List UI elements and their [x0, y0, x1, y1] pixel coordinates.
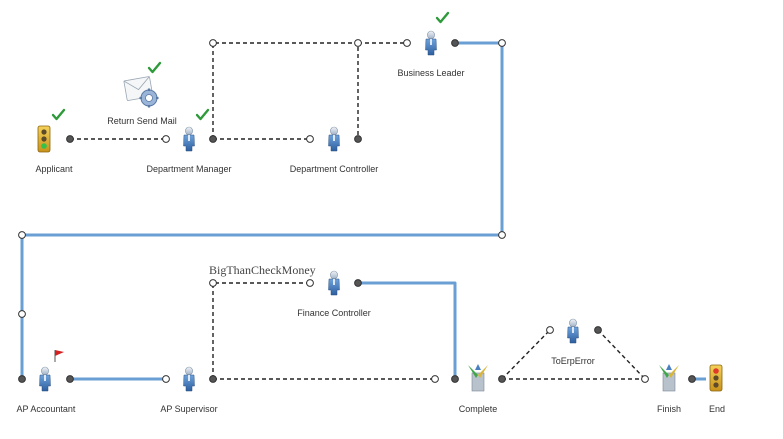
applicant-label: Applicant: [35, 164, 73, 174]
ap-accountant-node[interactable]: [39, 350, 65, 392]
traffic-light-icon: [37, 125, 51, 153]
pending-path: [70, 42, 646, 380]
person-icon: [567, 318, 579, 344]
department-manager-label: Department Manager: [146, 164, 232, 174]
connector-points: [18, 39, 696, 383]
ap-accountant-label: AP Accountant: [16, 404, 76, 414]
ap-supervisor-label: AP Supervisor: [160, 404, 218, 414]
active-path: [20, 41, 706, 381]
department-manager-node[interactable]: [183, 108, 210, 152]
person-icon: [328, 126, 340, 152]
checkmark-icon: [195, 108, 210, 121]
finish-label: Finish: [656, 404, 682, 414]
checkmark-icon: [147, 61, 162, 74]
finance-controller-label: Finance Controller: [297, 308, 371, 318]
person-icon: [328, 270, 340, 296]
merge-arrows-icon: [659, 364, 679, 392]
checkmark-icon: [435, 11, 450, 24]
business-leader-label: Business Leader: [397, 68, 465, 78]
checkmark-icon: [51, 108, 66, 121]
person-icon: [183, 126, 195, 152]
condition-label: BigThanCheckMoney: [209, 263, 316, 277]
merge-arrows-icon: [468, 364, 488, 392]
finance-controller-node[interactable]: [328, 270, 340, 296]
end-label: End: [708, 404, 726, 414]
to-erp-error-label: ToErpError: [551, 356, 595, 366]
flag-icon: [54, 350, 64, 362]
finish-node[interactable]: [659, 364, 679, 392]
to-erp-error-node[interactable]: [567, 318, 579, 344]
person-icon: [425, 30, 437, 56]
return-send-mail-node[interactable]: [123, 61, 162, 108]
business-leader-node[interactable]: [425, 11, 450, 56]
complete-label: Complete: [458, 404, 498, 414]
person-icon: [39, 366, 51, 392]
applicant-node[interactable]: [37, 108, 66, 153]
traffic-light-icon: [709, 364, 723, 392]
ap-supervisor-node[interactable]: [183, 366, 195, 392]
department-controller-label: Department Controller: [289, 164, 379, 174]
person-icon: [183, 366, 195, 392]
end-node[interactable]: [709, 364, 723, 392]
complete-node[interactable]: [468, 364, 488, 392]
mail-gear-icon: [123, 76, 159, 108]
department-controller-node[interactable]: [328, 126, 340, 152]
return-send-mail-label: Return Send Mail: [107, 116, 177, 126]
